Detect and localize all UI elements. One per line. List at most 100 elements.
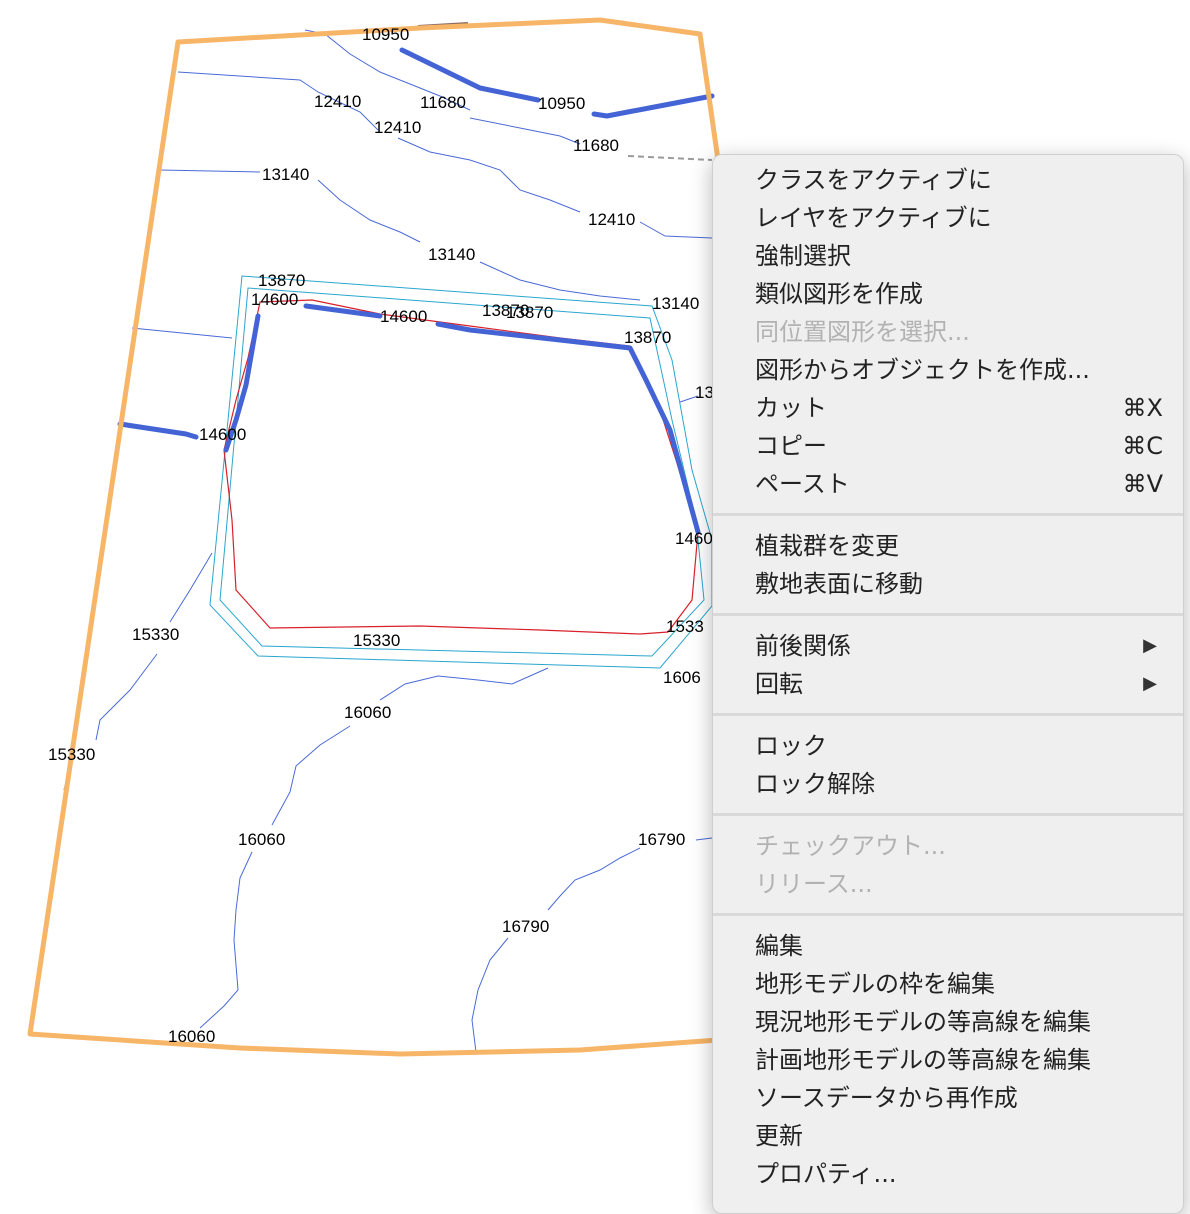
contour-line: [271, 725, 351, 826]
menu-item[interactable]: レイヤをアクティブに: [713, 199, 1183, 237]
site-boundary: [27, 17, 721, 1057]
contour-label: 16060: [168, 1027, 215, 1046]
menu-item-label: プロパティ...: [755, 1160, 897, 1188]
menu-item[interactable]: 植栽群を変更: [713, 527, 1183, 565]
menu-item-shortcut: ⌘X: [1122, 394, 1163, 422]
contour-label: 1460: [675, 529, 713, 548]
contour-line: [679, 395, 699, 403]
menu-item: チェックアウト...: [713, 827, 1183, 865]
menu-item-label: コピー: [755, 432, 827, 460]
menu-item-label: クラスをアクティブに: [755, 166, 992, 194]
contour-label: 16790: [638, 830, 685, 849]
context-menu: クラスをアクティブにレイヤをアクティブに強制選択類似図形を作成同位置図形を選択.…: [712, 154, 1184, 1214]
menu-item[interactable]: 類似図形を作成: [713, 275, 1183, 313]
menu-item[interactable]: 回転▶: [713, 665, 1183, 703]
contour-label: 13870: [482, 301, 529, 320]
menu-item[interactable]: 地形モデルの枠を編集: [713, 965, 1183, 1003]
menu-item-label: リリース...: [755, 870, 873, 898]
menu-item[interactable]: ソースデータから再作成: [713, 1079, 1183, 1117]
menu-item[interactable]: 編集: [713, 927, 1183, 965]
contour-label: 13140: [652, 294, 699, 313]
contour-label: 12410: [374, 118, 421, 137]
menu-item[interactable]: 図形からオブジェクトを作成...: [713, 351, 1183, 389]
submenu-arrow-icon: ▶: [1143, 635, 1157, 656]
contour-lines: [63, 29, 713, 1053]
contour-label: 10950: [538, 94, 585, 113]
menu-item[interactable]: 強制選択: [713, 237, 1183, 275]
contour-line: [177, 71, 379, 131]
contour-line: [317, 179, 421, 243]
menu-item[interactable]: コピー ⌘C: [713, 427, 1183, 465]
menu-item[interactable]: 現況地形モデルの等高線を編集: [713, 1003, 1183, 1041]
menu-item[interactable]: プロパティ...: [713, 1155, 1183, 1193]
menu-item-label: ロック: [755, 732, 827, 760]
menu-item[interactable]: ペースト ⌘V: [713, 465, 1183, 503]
contour-label: 10950: [362, 25, 409, 44]
gray-dashed-line: [627, 155, 713, 161]
contour-label: 15330: [353, 631, 400, 650]
contour-label: 15330: [48, 745, 95, 764]
menu-item[interactable]: カット ⌘X: [713, 389, 1183, 427]
contour-label: 11680: [573, 136, 619, 155]
contour-line: [199, 851, 253, 1029]
contour-label: 14600: [251, 290, 298, 309]
contour-line: [469, 117, 581, 145]
contour-line: [471, 937, 509, 1053]
menu-item[interactable]: 計画地形モデルの等高線を編集: [713, 1041, 1183, 1079]
menu-item-label: 同位置図形を選択...: [755, 318, 970, 346]
contour-label: 1533: [666, 617, 704, 636]
cyan-offset-inner: [219, 287, 705, 657]
contour-label: 13870: [506, 303, 553, 322]
menu-item-label: カット: [755, 394, 827, 422]
menu-separator: [713, 713, 1183, 716]
menu-item-shortcut: ⌘C: [1122, 432, 1163, 460]
menu-separator: [713, 813, 1183, 816]
menu-separator: [713, 913, 1183, 916]
bold-line-pad: [223, 303, 701, 535]
contour-label: 13870: [624, 328, 671, 347]
menu-item[interactable]: 敷地表面に移動: [713, 565, 1183, 603]
menu-item-shortcut: ⌘V: [1122, 470, 1163, 498]
menu-item[interactable]: 前後関係 ▶: [713, 627, 1183, 665]
contour-line: [95, 653, 158, 741]
menu-item-label: 類似図形を作成: [755, 280, 923, 308]
menu-item-label: 前後関係: [755, 632, 851, 660]
contour-line: [131, 327, 233, 339]
menu-item-label: 更新: [755, 1122, 803, 1150]
menu-item-label: ペースト: [755, 470, 850, 498]
contour-line: [379, 667, 549, 701]
contour-label: 14600: [199, 425, 246, 444]
red-pad-outline: [223, 299, 699, 635]
menu-item[interactable]: 更新: [713, 1117, 1183, 1155]
contour-line: [479, 261, 641, 301]
menu-item-label: チェックアウト...: [755, 832, 946, 860]
menu-item: リリース...: [713, 865, 1183, 903]
contour-line: [169, 552, 213, 623]
contour-label: 13140: [428, 245, 475, 264]
menu-item-label: レイヤをアクティブに: [755, 204, 992, 232]
contour-label: 15330: [132, 625, 179, 644]
menu-item-label: 現況地形モデルの等高線を編集: [755, 1008, 1091, 1036]
menu-item-label: 編集: [755, 932, 803, 960]
contour-label: 16790: [502, 917, 549, 936]
menu-separator: [713, 613, 1183, 616]
contour-label: 14600: [380, 307, 427, 326]
contour-label: 1606: [663, 668, 701, 687]
menu-item[interactable]: ロック: [713, 727, 1183, 765]
contour-label: 13: [695, 383, 714, 402]
bold-line-left: [117, 421, 199, 440]
menu-item[interactable]: ロック解除: [713, 765, 1183, 803]
contour-label: 11680: [420, 93, 466, 112]
bold-line-top-right: [591, 93, 715, 119]
contour-line: [397, 137, 581, 213]
contour-line: [639, 221, 713, 239]
menu-item-label: 強制選択: [755, 242, 851, 270]
menu-item-label: 図形からオブジェクトを作成...: [755, 356, 1090, 384]
menu-item-label: 敷地表面に移動: [755, 570, 923, 598]
contour-line: [695, 837, 713, 841]
bold-line-top: [399, 47, 541, 103]
contour-line: [547, 847, 641, 911]
contour-label: 16060: [344, 703, 391, 722]
menu-item[interactable]: クラスをアクティブに: [713, 161, 1183, 199]
menu-item-label: 回転: [755, 670, 803, 698]
